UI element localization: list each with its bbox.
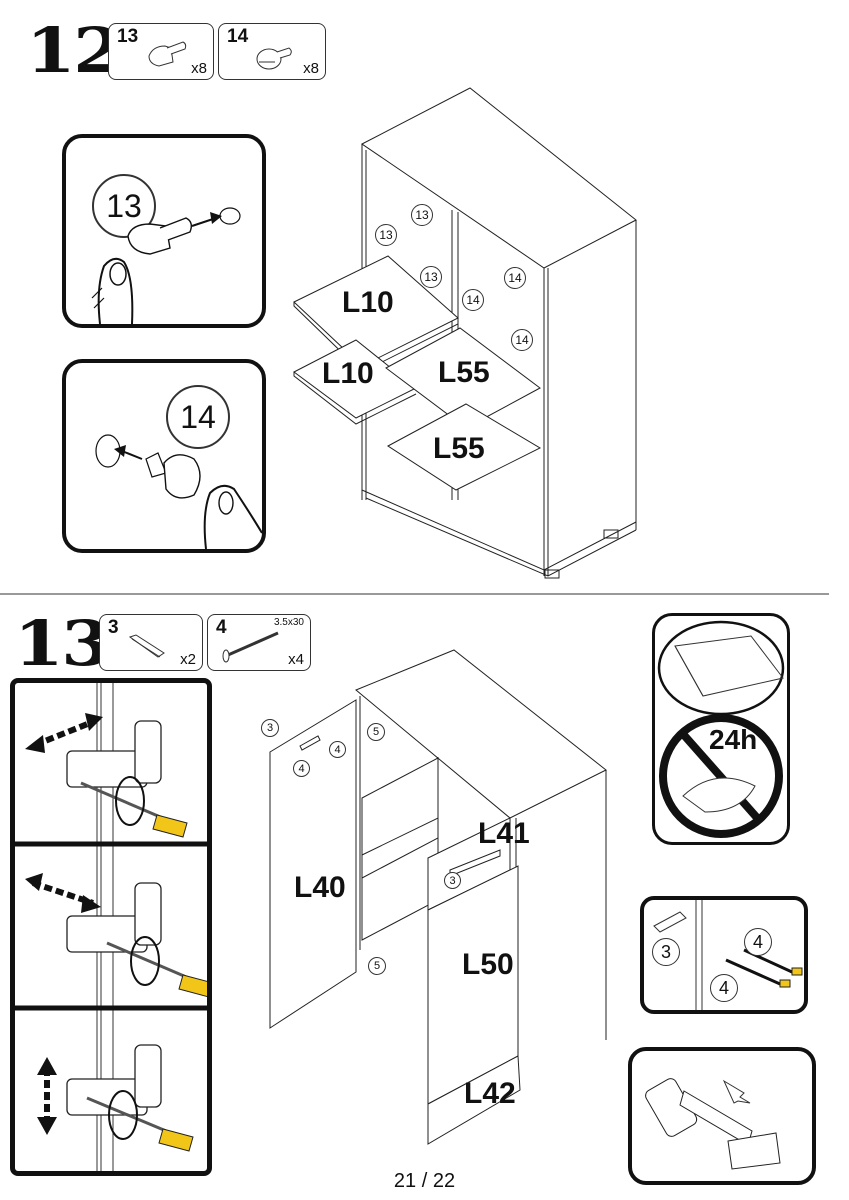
warning-24h-text: 24h [709, 724, 758, 755]
inset-insert-pin: 13 [62, 134, 266, 328]
section-divider [0, 593, 829, 595]
callout-4: 4 [329, 741, 346, 758]
panel-label: L10 [342, 286, 394, 319]
arrow-horizontal-icon [25, 713, 103, 753]
shelf-pin-icon [148, 41, 187, 67]
callout-14: 14 [166, 385, 230, 449]
foil-removal-icon [657, 620, 785, 716]
part-id: 3 [108, 617, 119, 638]
screw-icon [222, 631, 279, 663]
part-qty: x8 [191, 60, 207, 77]
callout-3: 3 [652, 938, 680, 966]
callout-5: 5 [368, 957, 386, 975]
callout-5: 5 [367, 723, 385, 741]
step-number: 13 [14, 607, 111, 680]
arrow-depth-icon [25, 873, 101, 913]
part-id: 14 [227, 26, 249, 47]
part-box-13: 13 x8 [108, 23, 214, 80]
part-box-3: 3 x2 [99, 614, 203, 671]
part-qty: x2 [180, 651, 196, 668]
screwdriver-icon [80, 781, 207, 1152]
panel-label: L50 [462, 948, 514, 981]
callout-13: 13 [411, 204, 433, 226]
warning-panel: 24h [652, 613, 790, 845]
hinge-detach-panel [628, 1047, 816, 1185]
callout-3: 3 [444, 872, 461, 889]
part-box-4: 4 3.5x30 x4 [207, 614, 311, 671]
callout-13: 13 [375, 224, 397, 246]
hand-glass-support-icon [95, 434, 262, 549]
callout-14: 14 [504, 267, 526, 289]
panel-label: L10 [322, 357, 374, 390]
hand-pin-icon [91, 207, 241, 324]
inset-insert-glass-support: 14 [62, 359, 266, 553]
no-cleaning-icon [659, 714, 783, 838]
callout-14: 14 [511, 329, 533, 351]
hinge-detach-icon [645, 1078, 781, 1170]
part-qty: x4 [288, 651, 304, 668]
part-box-14: 14 x8 [218, 23, 326, 80]
handle-detail-panel: 3 4 4 [640, 896, 808, 1014]
arrow-vertical-icon [37, 1057, 57, 1135]
page-number: 21 / 22 [393, 1170, 456, 1192]
panel-label: L40 [294, 871, 346, 904]
callout-13: 13 [92, 174, 156, 238]
part-qty: x8 [303, 60, 319, 77]
callout-4: 4 [744, 928, 772, 956]
hinge-adjustment-icons [15, 683, 207, 1171]
panel-label: L41 [478, 817, 530, 850]
panel-label: L55 [438, 356, 490, 389]
callout-4: 4 [293, 760, 310, 777]
handle-icon [128, 634, 165, 658]
step-number: 12 [26, 14, 123, 87]
part-spec: 3.5x30 [273, 617, 304, 628]
hinge-adjustment-panel [10, 678, 212, 1176]
panel-label: L42 [464, 1077, 516, 1110]
part-id: 4 [216, 617, 227, 638]
callout-4: 4 [710, 974, 738, 1002]
callout-14: 14 [462, 289, 484, 311]
part-id: 13 [117, 26, 139, 47]
glass-support-icon [256, 47, 292, 70]
callout-13: 13 [420, 266, 442, 288]
callout-3: 3 [261, 719, 279, 737]
panel-label: L55 [433, 432, 485, 465]
